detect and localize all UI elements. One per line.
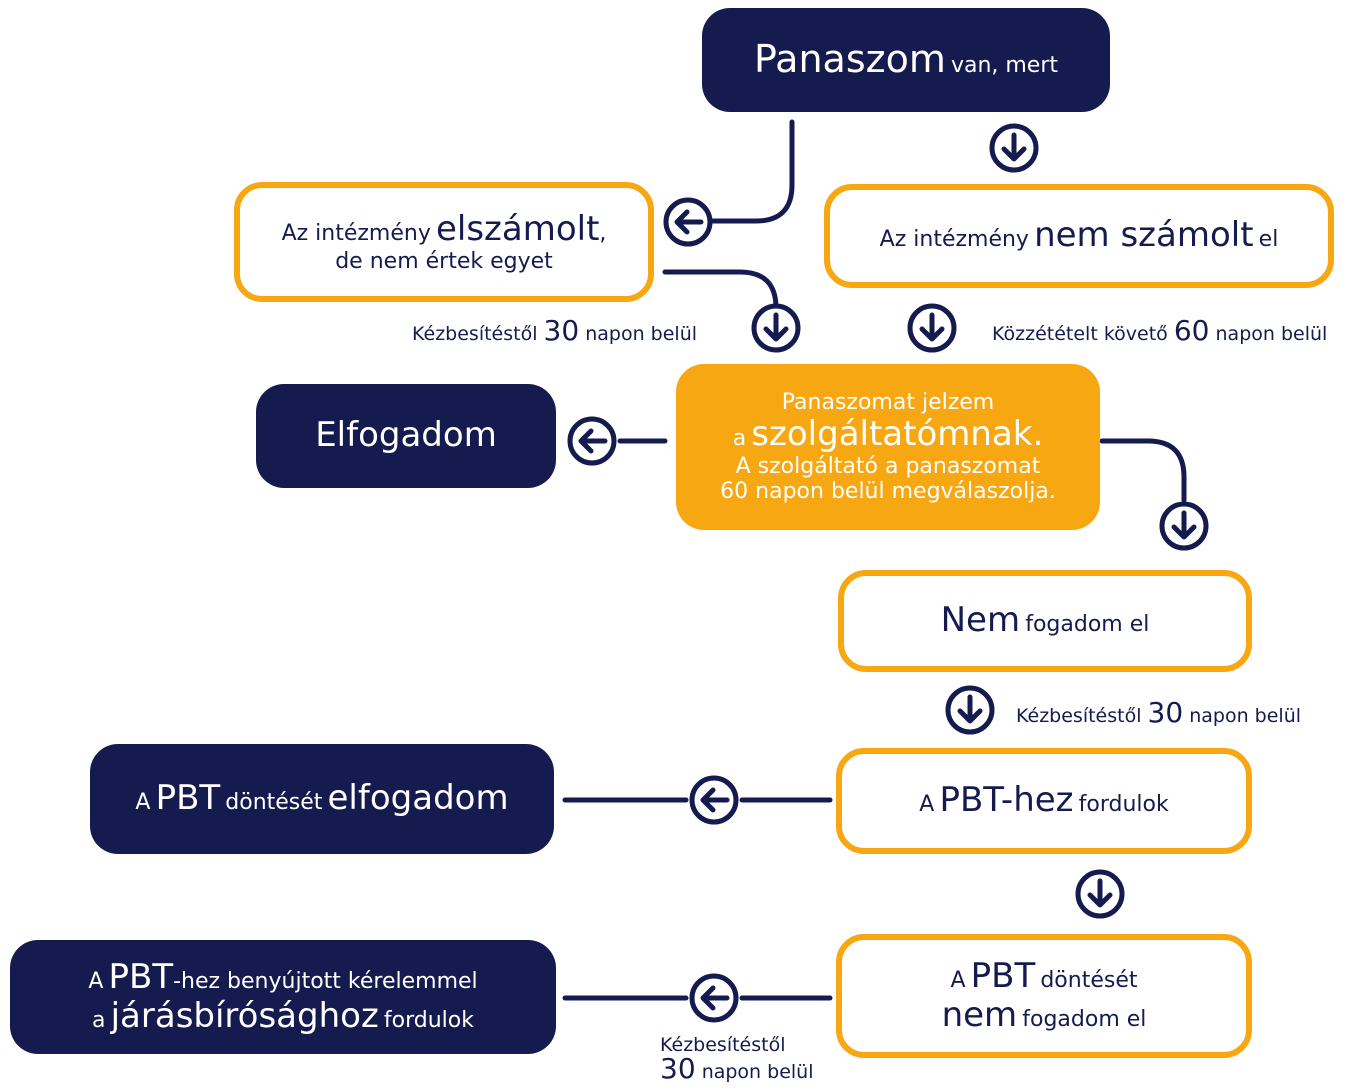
court-e: járásbírósághoz — [110, 996, 379, 1036]
node-pbt: A PBT-hez fordulok — [836, 748, 1252, 854]
node-accept: Elfogadom — [256, 384, 556, 488]
pbt-reject-c: döntését — [1040, 967, 1138, 993]
node-not-accounted: Az intézmény nem számolt el — [824, 184, 1334, 288]
note4-num: 30 — [660, 1052, 696, 1085]
node-pbt-accept: A PBT döntését elfogadom — [90, 744, 554, 854]
arrow-down-circle-icon — [1159, 501, 1209, 551]
pbt-reject-a: A — [950, 967, 966, 993]
note-deadline-2: Közzétételt követő 60 napon belül — [992, 314, 1327, 347]
reject-b: fogadom el — [1025, 612, 1150, 638]
reject-a: Nem — [940, 600, 1021, 641]
arrow-left-circle-icon — [663, 197, 713, 247]
arrow-left-circle-icon — [689, 775, 739, 825]
pbt-reject-b: PBT — [970, 955, 1036, 996]
report-l3: A szolgáltató a panaszomat — [735, 453, 1041, 479]
not-accounted-c: el — [1258, 227, 1279, 253]
node-reject: Nem fogadom el — [838, 570, 1252, 672]
court-f: fordulok — [383, 1008, 474, 1033]
note2-num: 60 — [1173, 314, 1210, 347]
node-start: Panaszom van, mert — [702, 8, 1110, 112]
report-l2a: a — [732, 425, 747, 451]
pbt-reject-d: nem — [941, 995, 1018, 1035]
note3-num: 30 — [1147, 696, 1184, 729]
connector-start-to-accounted — [709, 119, 795, 224]
node-pbt-reject: A PBT döntését nem fogadom el — [836, 934, 1252, 1058]
pbt-c: fordulok — [1078, 792, 1169, 818]
report-l4: 60 napon belül megválaszolja. — [720, 479, 1056, 505]
pbt-accept-d: elfogadom — [327, 778, 509, 819]
note-deadline-4: Kézbesítéstől 30 napon belül — [660, 1036, 814, 1083]
arrow-down-circle-icon — [751, 303, 801, 353]
accept-text: Elfogadom — [315, 415, 497, 456]
arrow-left-circle-icon — [689, 973, 739, 1023]
note1-b: napon belül — [585, 323, 698, 345]
node-court: A PBT-hez benyújtott kérelemmel a járásb… — [10, 940, 556, 1054]
arrow-left-circle-icon — [567, 416, 617, 466]
connector-report-to-reject — [1099, 438, 1187, 503]
start-small: van, mert — [950, 53, 1059, 79]
not-accounted-b: nem számolt — [1034, 215, 1254, 256]
note4-a: Kézbesítéstől — [660, 1034, 786, 1056]
not-accounted-a: Az intézmény — [879, 227, 1029, 253]
pbt-accept-c: döntését — [225, 790, 323, 816]
court-d: a — [92, 1008, 106, 1033]
arrow-down-circle-icon — [907, 303, 957, 353]
accounted-d: de nem értek egyet — [335, 248, 553, 274]
pbt-accept-b: PBT — [155, 778, 221, 819]
note1-num: 30 — [543, 314, 580, 347]
note2-b: napon belül — [1215, 323, 1328, 345]
note-deadline-1: Kézbesítéstől 30 napon belül — [412, 314, 697, 347]
note4-b: napon belül — [701, 1061, 814, 1083]
court-c: -hez benyújtott kérelemmel — [173, 968, 478, 994]
accounted-c: , — [599, 220, 607, 246]
node-accounted: Az intézmény elszámolt, de nem értek egy… — [234, 182, 654, 302]
pbt-b: PBT-hez — [939, 780, 1074, 821]
note3-a: Kézbesítéstől — [1016, 705, 1142, 727]
pbt-reject-e: fogadom el — [1022, 1007, 1147, 1032]
arrow-down-circle-icon — [1075, 869, 1125, 919]
pbt-a: A — [919, 792, 935, 818]
report-l2b: szolgáltatómnak. — [751, 413, 1044, 454]
note3-b: napon belül — [1189, 705, 1302, 727]
pbt-accept-a: A — [135, 790, 151, 816]
court-b: PBT — [108, 956, 174, 997]
court-a: A — [88, 968, 104, 994]
note1-a: Kézbesítéstől — [412, 323, 538, 345]
node-report: Panaszomat jelzem a szolgáltatómnak. A s… — [676, 364, 1100, 530]
arrow-down-circle-icon — [945, 685, 995, 735]
report-l1: Panaszomat jelzem — [781, 389, 995, 415]
accounted-b: elszámolt — [435, 208, 600, 249]
start-big: Panaszom — [753, 37, 946, 82]
accounted-a: Az intézmény — [281, 220, 431, 246]
arrow-down-circle-icon — [989, 123, 1039, 173]
note-deadline-3: Kézbesítéstől 30 napon belül — [1016, 696, 1301, 729]
note2-a: Közzétételt követő — [992, 323, 1168, 345]
